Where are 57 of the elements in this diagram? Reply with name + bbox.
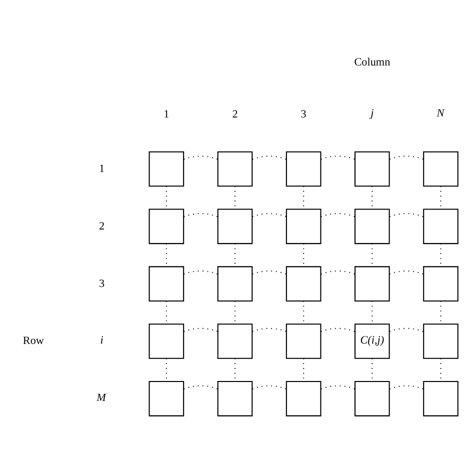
connector bbox=[320, 212, 356, 217]
label: j bbox=[370, 107, 374, 120]
connector bbox=[184, 212, 218, 217]
node-box bbox=[286, 323, 322, 358]
label: 3 bbox=[99, 277, 105, 290]
node-box bbox=[217, 150, 253, 186]
node-box bbox=[354, 208, 390, 244]
node-box bbox=[148, 380, 184, 416]
connector bbox=[389, 155, 424, 160]
connector bbox=[184, 155, 218, 160]
node-box: C(i,j) bbox=[354, 323, 390, 358]
label: M bbox=[96, 391, 106, 404]
connector bbox=[252, 327, 287, 332]
node-box bbox=[354, 266, 390, 301]
node-box bbox=[286, 266, 322, 301]
connector bbox=[320, 155, 356, 160]
node-box bbox=[217, 208, 253, 244]
label: i bbox=[100, 334, 104, 346]
connector bbox=[252, 212, 287, 217]
connector bbox=[252, 155, 287, 160]
connector bbox=[389, 327, 424, 332]
label: Column bbox=[354, 56, 390, 68]
label: N bbox=[436, 107, 444, 120]
label: 1 bbox=[99, 162, 105, 174]
node-box bbox=[286, 150, 322, 186]
node-box bbox=[217, 380, 253, 416]
node-box bbox=[423, 150, 458, 186]
node-box bbox=[423, 323, 458, 358]
connector bbox=[320, 384, 356, 389]
connector bbox=[389, 270, 424, 274]
connector bbox=[252, 384, 287, 389]
label: Row bbox=[22, 334, 44, 347]
node-box bbox=[354, 150, 390, 186]
connector bbox=[184, 327, 218, 332]
node-box bbox=[148, 150, 184, 186]
node-box bbox=[286, 380, 322, 416]
node-box bbox=[423, 266, 458, 301]
connector bbox=[252, 270, 287, 274]
connector bbox=[320, 270, 356, 274]
connector bbox=[320, 327, 356, 332]
connector bbox=[389, 212, 424, 217]
connector bbox=[184, 270, 218, 274]
node-box bbox=[148, 323, 184, 358]
node-box bbox=[148, 208, 184, 244]
label: 2 bbox=[232, 108, 238, 120]
label: 3 bbox=[300, 108, 306, 120]
node-box bbox=[148, 266, 184, 301]
node-box bbox=[354, 380, 390, 416]
node-box bbox=[423, 380, 458, 416]
node-box bbox=[286, 208, 322, 244]
node-box bbox=[423, 208, 458, 244]
connector bbox=[184, 384, 218, 389]
label: 2 bbox=[99, 220, 105, 232]
node-box bbox=[217, 266, 253, 301]
node-box bbox=[217, 323, 253, 358]
connector bbox=[389, 384, 424, 389]
label: 1 bbox=[164, 108, 170, 120]
